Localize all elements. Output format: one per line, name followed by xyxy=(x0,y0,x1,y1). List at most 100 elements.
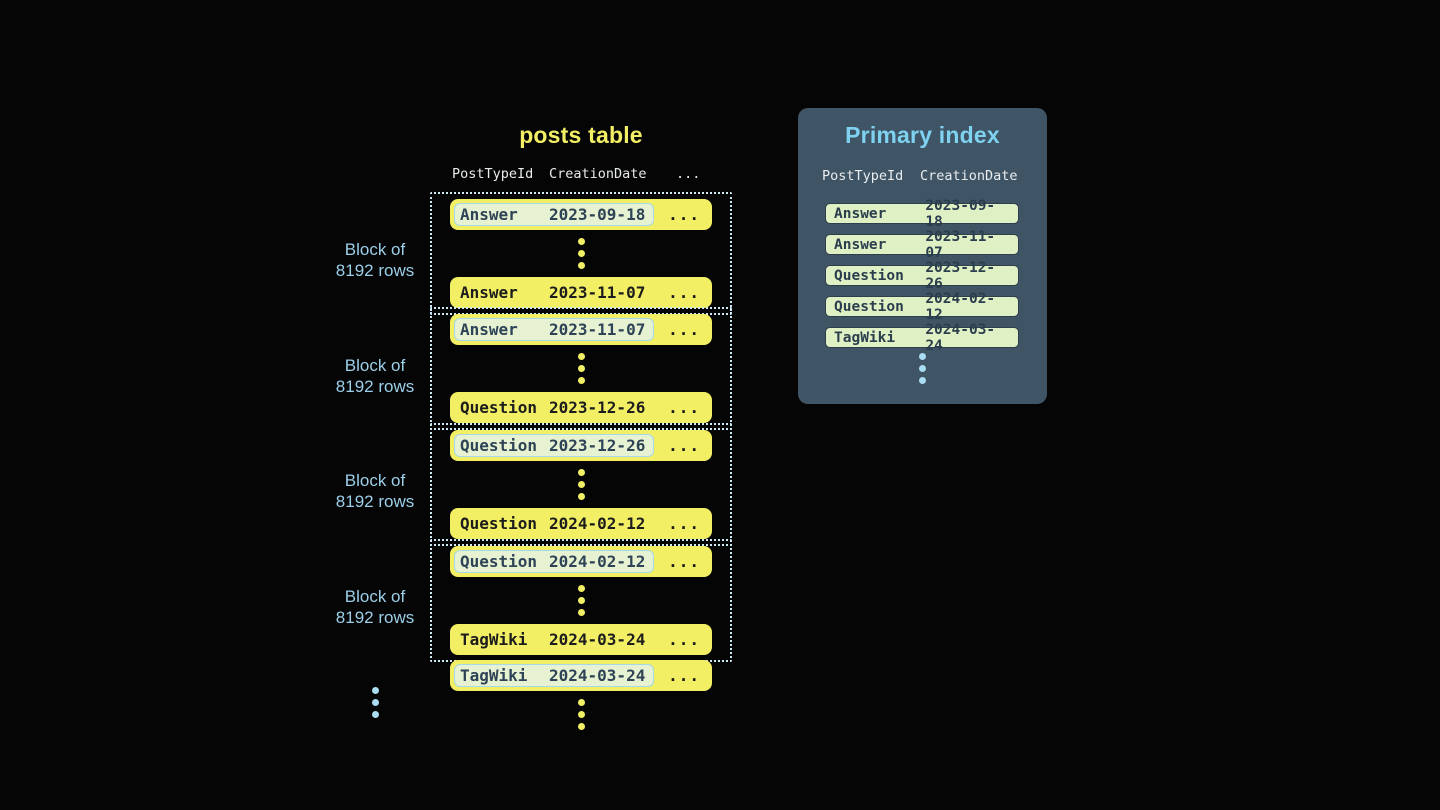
post-type-cell: Question xyxy=(460,398,538,417)
block-label-line2: 8192 rows xyxy=(335,608,415,627)
row-ellipsis: ... xyxy=(668,398,700,417)
post-type-cell: TagWiki xyxy=(460,630,528,649)
row-ellipsis: ... xyxy=(668,436,700,455)
row-ellipsis: ... xyxy=(668,552,700,571)
block-label-line2: 8192 rows xyxy=(335,377,415,396)
more-entries-ellipsis-dots xyxy=(919,353,926,384)
creation-date-cell: 2024-02-12 xyxy=(549,552,646,571)
table-row-last: Question 2024-02-12 ... xyxy=(450,508,712,539)
block-label-line1: Block of xyxy=(344,356,406,375)
row-ellipsis: ... xyxy=(668,666,700,685)
creation-date-cell: 2024-03-24 xyxy=(549,630,646,649)
post-type-cell: Question xyxy=(460,436,538,455)
index-entry: TagWiki 2024-03-24 xyxy=(825,322,1019,354)
primary-index-column-headers: PostTypeId CreationDate xyxy=(798,168,1047,186)
table-row-first: Answer 2023-11-07 ... xyxy=(450,314,712,345)
post-type-cell: Answer xyxy=(460,283,518,302)
creation-date-cell: 2023-12-26 xyxy=(549,436,646,455)
indexed-columns-highlight: TagWiki 2024-03-24 xyxy=(454,664,655,687)
table-row-next-block-start: TagWiki 2024-03-24 ... xyxy=(450,660,712,691)
dot xyxy=(578,723,585,730)
post-type-cell: TagWiki xyxy=(460,666,528,685)
posts-table-column-headers: PostTypeId CreationDate ... xyxy=(430,166,732,184)
dot xyxy=(372,699,379,706)
creation-date-cell: 2023-09-18 xyxy=(549,205,646,224)
more-rows-ellipsis-dots xyxy=(578,699,585,730)
post-type-cell: Answer xyxy=(460,205,518,224)
column-header-posttypeid: PostTypeId xyxy=(822,168,904,184)
indexed-columns-highlight: Question 2024-02-12 xyxy=(454,550,655,573)
dot xyxy=(919,365,926,372)
index-entry: Question 2023-12-26 xyxy=(825,260,1019,292)
primary-index-panel: Primary index PostTypeId CreationDate An… xyxy=(798,108,1047,404)
vertical-ellipsis-dots xyxy=(577,238,585,269)
dot xyxy=(577,250,585,257)
index-entry: Answer 2023-09-18 xyxy=(825,198,1019,230)
column-header-creationdate: CreationDate xyxy=(549,166,647,182)
row-ellipsis: ... xyxy=(668,514,700,533)
dot xyxy=(919,353,926,360)
more-entries-ellipsis-container xyxy=(798,353,1047,384)
column-header-creationdate: CreationDate xyxy=(920,168,1018,184)
creation-date-cell: 2024-03-24 xyxy=(925,321,996,354)
row-ellipsis: ... xyxy=(668,205,700,224)
creation-date-cell: 2024-03-24 xyxy=(549,666,646,685)
dot xyxy=(577,262,585,269)
table-row-first: Question 2024-02-12 ... xyxy=(450,546,712,577)
creation-date-cell: 2023-12-26 xyxy=(549,398,646,417)
block-size-label-3: Block of 8192 rows xyxy=(305,470,445,512)
column-header-more: ... xyxy=(676,166,701,182)
creation-date-cell: 2024-02-12 xyxy=(925,290,996,323)
post-type-cell: Answer xyxy=(834,236,887,253)
primary-index-title: Primary index xyxy=(845,122,1000,148)
more-blocks-ellipsis-dots xyxy=(372,687,379,718)
creation-date-cell: 2023-09-18 xyxy=(925,197,996,230)
creation-date-cell: 2023-11-07 xyxy=(549,283,646,302)
creation-date-cell: 2023-11-07 xyxy=(925,228,996,261)
dot xyxy=(578,699,585,706)
dot xyxy=(577,238,585,245)
creation-date-cell: 2023-12-26 xyxy=(925,259,996,292)
row-ellipsis: ... xyxy=(668,630,700,649)
dot xyxy=(577,597,585,604)
block-1: Answer 2023-09-18 ... Answer 2023-11-07 … xyxy=(430,192,732,315)
posts-table-title: posts table xyxy=(519,122,643,148)
dot xyxy=(577,481,585,488)
indexed-columns-highlight: Question 2023-12-26 xyxy=(454,434,655,457)
column-header-posttypeid: PostTypeId xyxy=(452,166,534,182)
table-row-first: Question 2023-12-26 ... xyxy=(450,430,712,461)
block-label-line2: 8192 rows xyxy=(335,492,415,511)
indexed-columns-highlight: Answer 2023-09-18 xyxy=(454,203,655,226)
dot xyxy=(919,377,926,384)
post-type-cell: Question xyxy=(834,267,904,284)
indexed-columns-highlight: Answer 2023-11-07 xyxy=(454,318,655,341)
table-row-last: Answer 2023-11-07 ... xyxy=(450,277,712,308)
table-row-first: Answer 2023-09-18 ... xyxy=(450,199,712,230)
post-type-cell: TagWiki xyxy=(834,329,896,346)
dot xyxy=(372,687,379,694)
vertical-ellipsis-dots xyxy=(577,353,585,384)
post-type-cell: Answer xyxy=(460,320,518,339)
post-type-cell: Question xyxy=(834,298,904,315)
index-entry: Answer 2023-11-07 xyxy=(825,229,1019,261)
block-size-label-4: Block of 8192 rows xyxy=(305,586,445,628)
dot xyxy=(577,585,585,592)
dot xyxy=(577,365,585,372)
dot xyxy=(577,493,585,500)
block-size-label-2: Block of 8192 rows xyxy=(305,355,445,397)
block-label-line2: 8192 rows xyxy=(335,261,415,280)
row-ellipsis: ... xyxy=(668,283,700,302)
block-size-label-1: Block of 8192 rows xyxy=(305,239,445,281)
creation-date-cell: 2023-11-07 xyxy=(549,320,646,339)
block-4: Question 2024-02-12 ... TagWiki 2024-03-… xyxy=(430,539,732,662)
dot xyxy=(578,711,585,718)
post-type-cell: Answer xyxy=(834,205,887,222)
block-label-line1: Block of xyxy=(344,587,406,606)
table-row-last: TagWiki 2024-03-24 ... xyxy=(450,624,712,655)
post-type-cell: Question xyxy=(460,514,538,533)
row-ellipsis: ... xyxy=(668,320,700,339)
vertical-ellipsis-dots xyxy=(577,469,585,500)
creation-date-cell: 2024-02-12 xyxy=(549,514,646,533)
dot xyxy=(577,377,585,384)
index-entry: Question 2024-02-12 xyxy=(825,291,1019,323)
